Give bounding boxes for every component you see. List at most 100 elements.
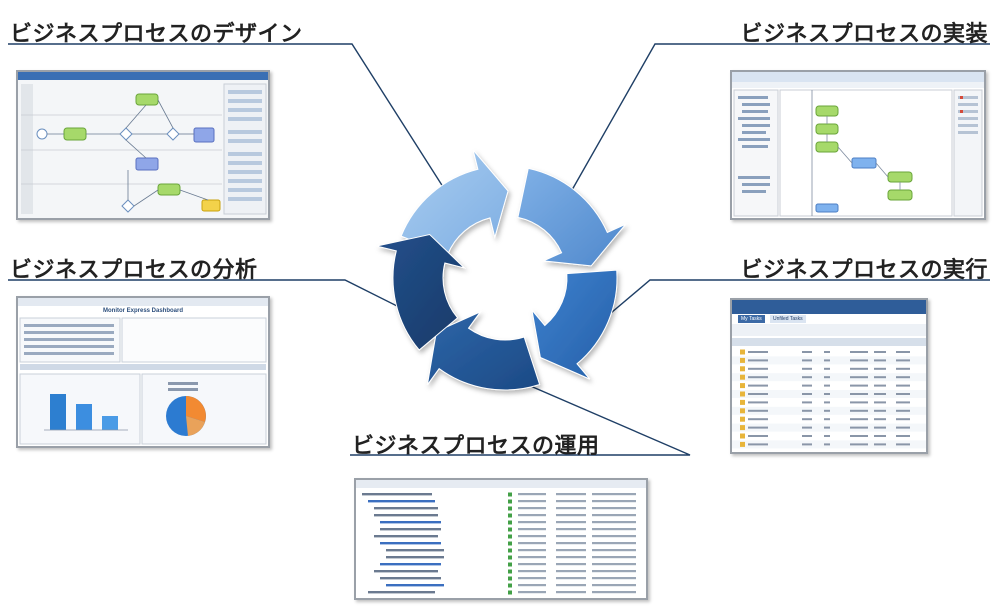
cell-text: [850, 401, 868, 404]
status-badge: [508, 534, 512, 539]
cell-text: [850, 359, 868, 362]
connector-implement: [571, 43, 990, 191]
cell-text: [556, 528, 586, 531]
list-item: [374, 514, 438, 517]
list-item: [386, 584, 444, 587]
cell-text: [896, 435, 910, 437]
cell-text: [896, 409, 910, 412]
cell-text: [592, 570, 636, 573]
list-item: [380, 577, 441, 580]
task-icon: [740, 441, 745, 447]
cell-text: [518, 521, 546, 524]
cell-text: [748, 443, 768, 446]
cell-text: [592, 514, 636, 517]
cell-text: [518, 542, 546, 545]
cell-text: [518, 514, 546, 517]
cell-text: [802, 393, 812, 395]
cell-text: [896, 443, 910, 446]
cycle-arrow-implement: [517, 167, 626, 267]
cell-text: [824, 401, 830, 404]
stage-label-execute: ビジネスプロセスの実行: [740, 258, 988, 283]
cell-text: [802, 367, 812, 370]
status-badge: [508, 548, 512, 553]
cell-text: [556, 514, 586, 517]
dashboard-preview: [18, 298, 268, 445]
cell-text: [592, 549, 636, 552]
task-icon: [740, 383, 745, 389]
stage-label-operate: ビジネスプロセスの運用: [352, 434, 600, 459]
cell-text: [748, 384, 768, 387]
cell-text: [518, 500, 546, 503]
list-item: [386, 549, 444, 552]
cell-text: [802, 409, 812, 412]
cell-text: [556, 584, 586, 587]
bpmn-diagram-preview: [18, 72, 268, 218]
cell-text: [518, 528, 546, 531]
cell-text: [874, 426, 886, 429]
cell-text: [518, 535, 546, 538]
task-icon: [740, 357, 745, 363]
task-icon: [740, 374, 745, 380]
cell-text: [850, 443, 868, 446]
cell-text: [802, 384, 812, 387]
status-badge: [508, 520, 512, 525]
process-monitor-preview: [356, 480, 646, 595]
implement-screenshot-thumbnail: [730, 70, 986, 220]
cell-text: [874, 359, 886, 362]
cell-text: [824, 409, 830, 412]
cell-text: [556, 563, 586, 566]
list-item: [380, 563, 441, 566]
task-list-preview: [732, 324, 926, 449]
status-badge: [508, 492, 512, 497]
cell-text: [896, 376, 910, 379]
cell-text: [824, 367, 830, 370]
cell-text: [556, 549, 586, 552]
cycle-arrow-design: [400, 149, 509, 256]
cell-text: [874, 376, 886, 379]
task-icon: [740, 349, 745, 355]
cell-text: [592, 500, 636, 503]
execute-screenshot-thumbnail: My Tasks Unfiled Tasks: [730, 298, 928, 454]
tab-my-tasks: My Tasks: [738, 315, 765, 323]
cell-text: [592, 556, 636, 559]
status-badge: [508, 576, 512, 581]
cell-text: [592, 542, 636, 545]
stage-label-analyze: ビジネスプロセスの分析: [10, 258, 258, 283]
cell-text: [518, 549, 546, 552]
status-badge: [508, 562, 512, 567]
cell-text: [556, 500, 586, 503]
list-item: [380, 521, 441, 524]
cell-text: [850, 426, 868, 429]
cell-text: [896, 384, 910, 387]
cell-text: [874, 435, 886, 437]
cell-text: [896, 426, 910, 429]
list-item: [380, 542, 441, 545]
cell-text: [874, 393, 886, 395]
cell-text: [824, 359, 830, 362]
list-item: [368, 500, 435, 503]
cell-text: [896, 351, 910, 353]
cell-text: [592, 535, 636, 538]
cell-text: [896, 401, 910, 404]
cell-text: [824, 426, 830, 429]
cell-text: [896, 418, 910, 421]
status-badge: [508, 499, 512, 504]
task-icon: [740, 366, 745, 372]
stage-label-implement: ビジネスプロセスの実装: [740, 22, 988, 47]
cell-text: [824, 393, 830, 395]
cell-text: [850, 384, 868, 387]
task-icon: [740, 416, 745, 422]
status-badge: [508, 590, 512, 595]
cell-text: [518, 507, 546, 510]
connector-operate: [350, 374, 691, 456]
cell-text: [850, 409, 868, 412]
cycle-arrow-analyze: [376, 233, 466, 351]
cell-text: [748, 393, 768, 395]
cell-text: [748, 435, 768, 437]
operate-screenshot-thumbnail: [354, 478, 648, 600]
cell-text: [556, 591, 586, 594]
cell-text: [592, 493, 636, 496]
cell-text: [592, 528, 636, 531]
